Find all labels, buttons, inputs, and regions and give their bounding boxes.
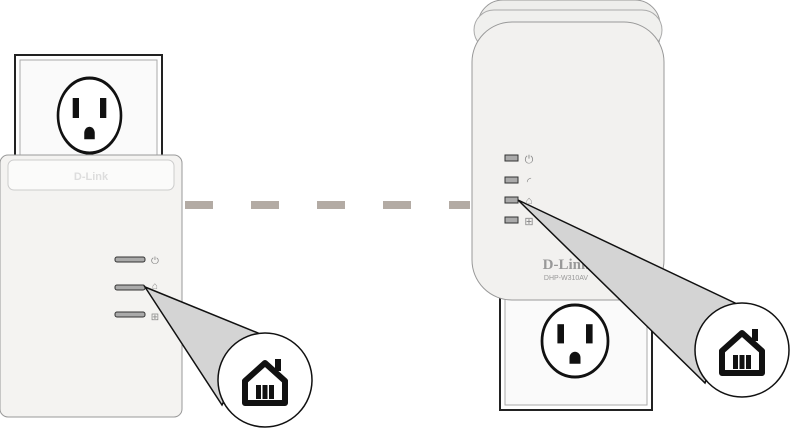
model-label: DHP-W310AV <box>544 275 589 282</box>
right-callout <box>517 199 790 398</box>
right-adapter: D-Link DHP-W310AV <box>471 0 665 301</box>
ethernet-led <box>114 311 146 318</box>
powerline-led <box>504 196 519 204</box>
powerline-home-icon: ⌂ <box>526 195 533 207</box>
left-adapter: D-Link <box>0 154 183 418</box>
left-led-icons: ⏻ ⌂ ⊞ <box>151 256 159 323</box>
powerline-home-icon: ⌂ <box>152 281 158 292</box>
power-led <box>504 154 519 162</box>
power-led <box>114 256 146 263</box>
right-led-icons: ⏻ ◜ ⌂ ⊞ <box>524 154 533 228</box>
ethernet-icon: ⊞ <box>524 216 533 228</box>
left-brand-logo: D-Link <box>74 171 109 183</box>
power-icon: ⏻ <box>151 256 159 267</box>
wifi-led <box>504 176 519 184</box>
ethernet-icon: ⊞ <box>151 312 159 323</box>
right-brand-logo: D-Link <box>543 257 590 273</box>
wifi-icon: ◜ <box>527 176 532 188</box>
left-callout <box>143 285 313 428</box>
powerline-led <box>114 284 146 291</box>
ethernet-led <box>504 216 519 224</box>
power-icon: ⏻ <box>525 154 534 166</box>
